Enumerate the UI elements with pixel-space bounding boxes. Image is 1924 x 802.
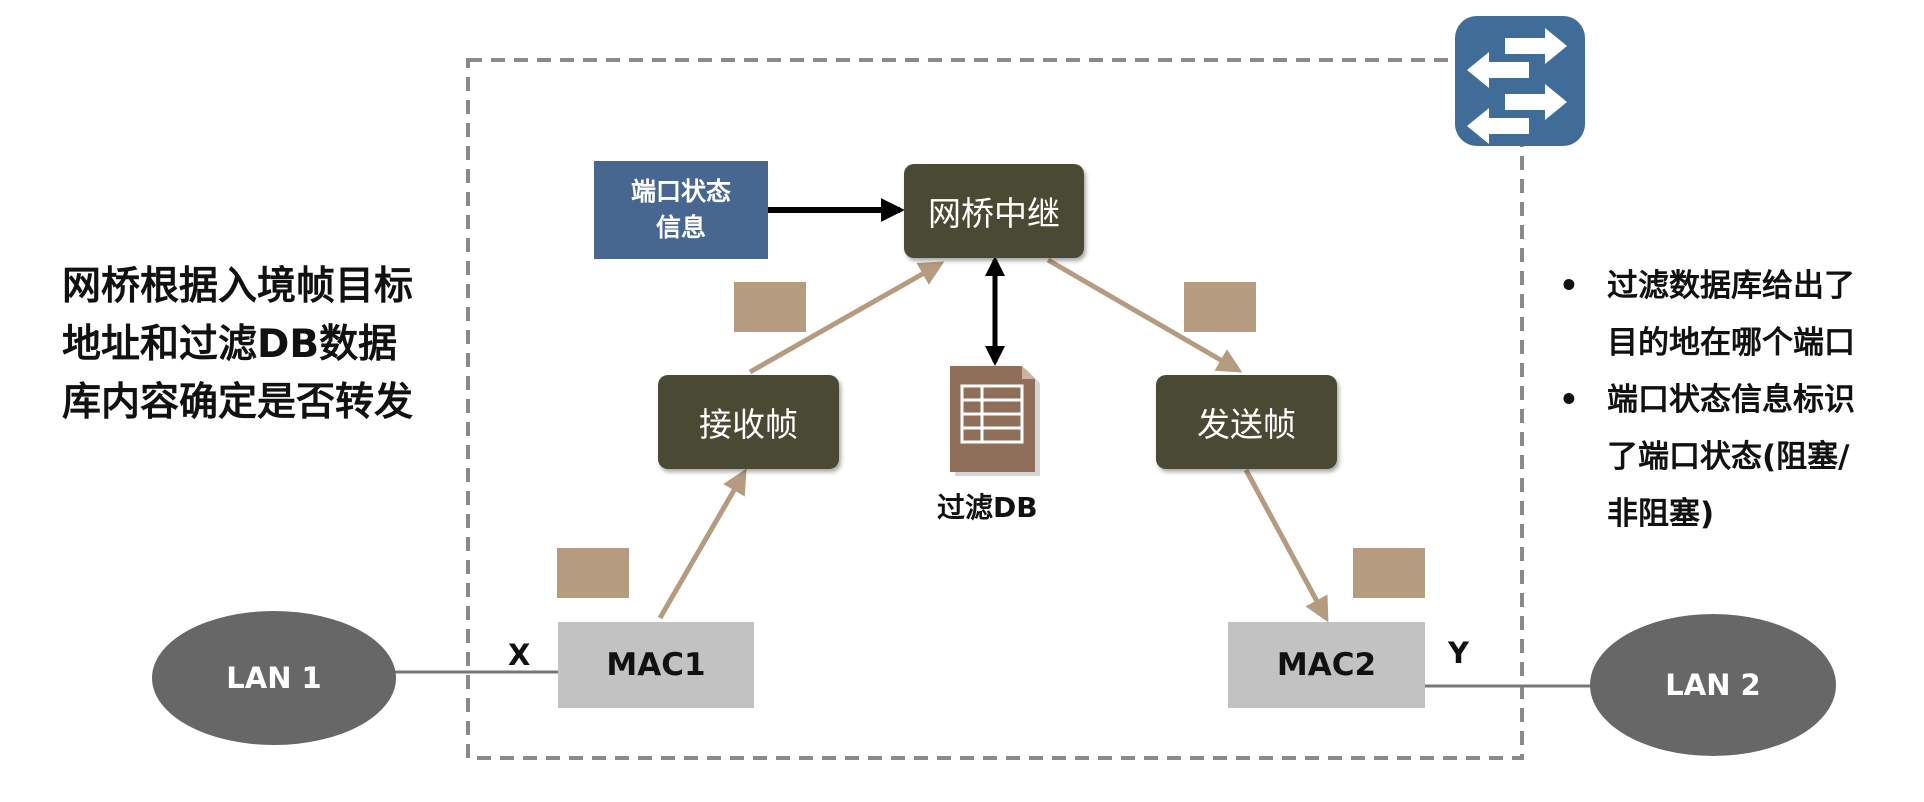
port-status-box: 端口状态 信息: [594, 161, 768, 259]
port-y-label: Y: [1448, 636, 1469, 670]
flow-mac1-to-receive: [657, 468, 747, 620]
flow-receive-to-relay: [748, 261, 945, 375]
bullet-dot-icon: •: [1559, 382, 1579, 418]
flow-relay-to-send: [1046, 257, 1243, 373]
frame-token-send: [1184, 282, 1256, 332]
bullet-dot-icon: •: [1559, 268, 1579, 304]
receive-frame-box: 接收帧: [658, 375, 839, 469]
flow-send-to-mac2: [1243, 468, 1329, 623]
frame-token-mac2: [1353, 548, 1425, 598]
bullet-port-status: •端口状态信息标识 了端口状态(阻塞/ 非阻塞): [1555, 372, 1915, 543]
right-bullet-list: •过滤数据库给出了 目的地在哪个端口 •端口状态信息标识 了端口状态(阻塞/ 非…: [1555, 258, 1915, 543]
lan2-node: LAN 2: [1590, 614, 1836, 756]
bullet-filter-db: •过滤数据库给出了 目的地在哪个端口: [1555, 258, 1915, 372]
send-frame-box: 发送帧: [1156, 375, 1337, 469]
mac1-box: MAC1: [558, 622, 754, 708]
port-x-label: X: [508, 638, 531, 672]
filter-db-label: 过滤DB: [937, 491, 1038, 524]
bridge-relay-box: 网桥中继: [904, 164, 1084, 258]
database-document-icon: [950, 366, 1040, 476]
mac2-box: MAC2: [1228, 622, 1425, 708]
frame-token-mac1: [557, 548, 629, 598]
bridge-boundary: [466, 58, 1524, 760]
left-explanation: 网桥根据入境帧目标 地址和过滤DB数据 库内容确定是否转发: [62, 264, 414, 425]
bridge-arrows-icon: [1455, 16, 1585, 146]
lan1-node: LAN 1: [152, 611, 396, 745]
frame-token-receive: [734, 282, 806, 332]
